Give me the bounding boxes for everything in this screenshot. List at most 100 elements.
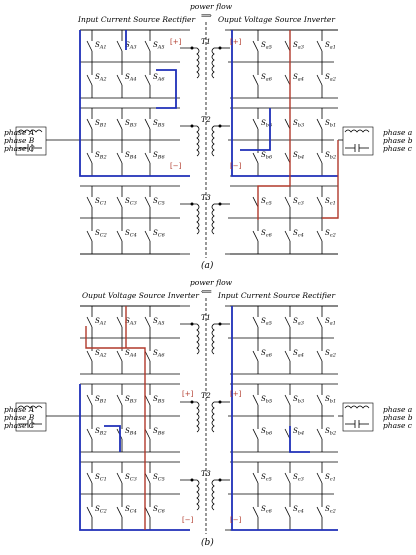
top-r-sw-u-2-2-blade (316, 196, 323, 208)
top-l-sw-u-0-1-blade (116, 40, 123, 52)
bottom-l-sw-d-1-2-blade (144, 428, 151, 440)
top-l-sw-d-0-0-blade (86, 74, 93, 86)
top-l-lab-d-1-0: SB2 (95, 151, 107, 161)
bottom-l-lab-u-1-1: SB3 (125, 395, 137, 405)
bottom-l-sw-u-1-1-blade (116, 394, 123, 406)
bottom-r-lab-u-2-2: Sc1 (325, 473, 336, 483)
top-dot-r-2 (218, 202, 222, 206)
bottom-r-sw-u-0-0-blade (252, 316, 259, 328)
bottom-l-sw-u-2-0-blade (86, 472, 93, 484)
top-l-lab-u-1-1: SB3 (125, 119, 137, 129)
bottom-l-lab-d-2-0: SC2 (95, 505, 107, 515)
bottom-phase-A: phase A (4, 405, 35, 414)
bottom-r-lab-d-0-2: Sa2 (325, 349, 336, 359)
top-path-blue-5 (240, 108, 271, 151)
top-r-sw-d-1-1-blade (284, 152, 291, 164)
top-l-lab-u-0-2: SA5 (153, 41, 165, 51)
top-l-lab-d-0-2: SA6 (153, 73, 165, 83)
bottom-l-sw-u-1-0-blade (86, 394, 93, 406)
top-filter-ind-0 (17, 129, 43, 133)
top-l-lab-u-2-0: SC1 (95, 197, 107, 207)
bottom-dot-l-1 (190, 400, 194, 404)
top-r-lab-u-2-2: Sc1 (325, 197, 336, 207)
top-filter-box-0 (15, 126, 47, 156)
bottom-r-sw-u-2-0-blade (252, 472, 259, 484)
bottom-filter-box-0 (15, 402, 47, 432)
bottom-l-lab-d-2-2: SC6 (153, 505, 166, 515)
bottom-path-red-1 (85, 326, 146, 530)
top-r-sw-u-0-1-blade (284, 40, 291, 52)
bottom-l-sw-u-0-1-blade (116, 316, 123, 328)
top-phase-c: phase c (383, 144, 413, 153)
top-right-title: Ouput Voltage Source Inverter (218, 15, 335, 24)
bottom-r-sw-d-0-0-blade (252, 350, 259, 362)
top-l-lab-d-0-0: SA2 (95, 73, 107, 83)
bottom-r-lab-d-2-0: Sc6 (261, 505, 273, 515)
top-phase-C: phase C (4, 144, 35, 153)
bottom-phase-C: phase C (4, 421, 35, 430)
top-l-sw-u-0-2-blade (144, 40, 151, 52)
bottom-r-sw-u-1-0-blade (252, 394, 259, 406)
top-r-lab-d-0-2: Sa2 (325, 73, 336, 83)
bottom-l-sw-d-2-0-blade (86, 506, 93, 518)
bottom-r-lab-u-1-1: Sb3 (293, 395, 304, 405)
top-r-lab-u-2-1: Sc3 (293, 197, 304, 207)
top-dot-l-1 (190, 124, 194, 128)
bottom-filter-ind-0 (17, 405, 43, 409)
bottom-path-blue-3 (231, 306, 338, 531)
top-l-sw-u-0-0-blade (86, 40, 93, 52)
top-dot-r-1 (218, 124, 222, 128)
top-r-sw-d-2-1-blade (284, 230, 291, 242)
top-coil-l-2 (196, 203, 200, 235)
bottom-l-lab-u-2-1: SC3 (125, 473, 137, 483)
top-r-sw-u-2-0-blade (252, 196, 259, 208)
bottom-right-frame (225, 305, 338, 531)
top-r-lab-u-2-0: Sc5 (261, 197, 272, 207)
top-dot-l-0 (190, 46, 194, 50)
top-path-red-2 (322, 140, 339, 219)
top-phase-b: phase b (383, 136, 413, 145)
bottom-r-lab-u-0-1: Sa3 (293, 317, 304, 327)
bottom-right-title: Input Current Source Rectifier (217, 291, 335, 300)
top-phase-B: phase B (4, 136, 35, 145)
top-coil-r-0 (211, 47, 215, 79)
top-dot-r-0 (218, 46, 222, 50)
top-l-lab-d-1-1: SB4 (125, 151, 137, 161)
top-l-lab-d-2-0: SC2 (95, 229, 107, 239)
top-left-frame (80, 29, 190, 255)
bottom-power-flow-label: power flow (190, 278, 233, 287)
bottom-r-lab-u-2-0: Sc5 (261, 473, 272, 483)
bottom-r-lab-u-2-1: Sc3 (293, 473, 304, 483)
top-l-lab-d-2-2: SC6 (153, 229, 166, 239)
bottom-dot-r-0 (218, 322, 222, 326)
bottom-r-lab-d-1-0: Sb6 (261, 427, 273, 437)
top-l-lab-d-0-1: SA4 (125, 73, 137, 83)
circuit-layer: SA1SA2SA3SA4SA5SA6Sa5Sa6Sa3Sa4Sa1Sa2T1SB… (15, 22, 374, 534)
bottom-l-sw-u-2-2-blade (144, 472, 151, 484)
bottom-r-sw-u-2-1-blade (284, 472, 291, 484)
bottom-r-lab-d-1-2: Sb2 (325, 427, 336, 437)
bottom-coil-r-1 (211, 401, 215, 433)
top-filter-box-1 (342, 126, 374, 156)
top-l-lab-d-2-1: SC4 (125, 229, 137, 239)
bottom-l-lab-d-1-0: SB2 (95, 427, 107, 437)
bottom-l-sw-u-0-0-blade (86, 316, 93, 328)
top-r-lab-u-1-2: Sb1 (325, 119, 336, 129)
top-r-sw-u-1-2-blade (316, 118, 323, 130)
top-l-lab-u-1-2: SB5 (153, 119, 165, 129)
bottom-marker-2: [−] (182, 516, 194, 524)
bottom-r-sw-u-1-1-blade (284, 394, 291, 406)
top-r-sw-u-1-0-blade (252, 118, 259, 130)
bottom-l-lab-u-1-0: SB1 (95, 395, 107, 405)
bottom-l-lab-d-1-1: SB4 (125, 427, 137, 437)
top-phase-a: phase a (383, 128, 412, 137)
bottom-path-blue-1 (79, 384, 190, 531)
top-dot-l-2 (190, 202, 194, 206)
bottom-r-sw-d-0-1-blade (284, 350, 291, 362)
top-r-lab-d-0-1: Sa4 (293, 73, 304, 83)
top-filter-ind-1 (344, 129, 370, 133)
top-r-sw-u-1-1-blade (284, 118, 291, 130)
bottom-filter-box-1 (342, 402, 374, 432)
top-r-lab-u-1-1: Sb3 (293, 119, 304, 129)
